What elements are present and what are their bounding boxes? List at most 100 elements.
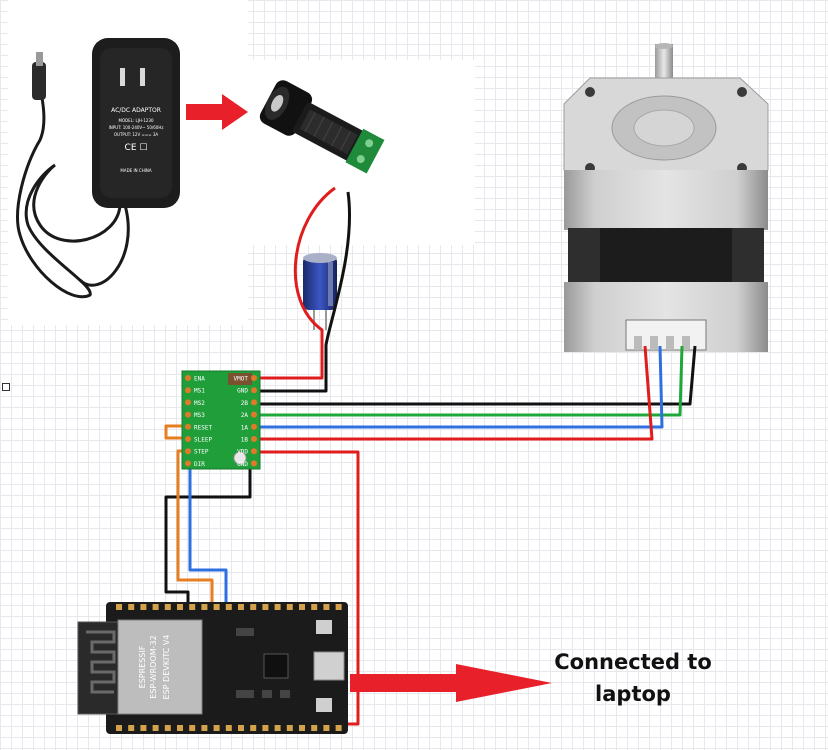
header-pin: [177, 725, 183, 731]
header-pin: [274, 725, 281, 731]
driver-pin: [185, 448, 191, 455]
wires: [164, 186, 697, 726]
header-pin: [128, 604, 135, 610]
driver-pin: [185, 436, 191, 442]
header-pin: [250, 725, 257, 731]
header-pin: [189, 604, 196, 610]
driver-pin: [185, 423, 191, 430]
header-pin: [213, 725, 220, 731]
adapter-line-1: MODEL: LJH-1230: [118, 118, 154, 123]
header-pin: [323, 604, 330, 610]
esp32-shield: [117, 619, 203, 715]
header-pin: [164, 725, 171, 731]
driver-pin-label: DIR: [194, 461, 205, 468]
laptop-caption: Connected to laptop: [548, 646, 718, 710]
jack-terminal-block: [345, 128, 385, 174]
driver-pin-label: 1A: [241, 424, 249, 431]
header-pin: [262, 725, 269, 731]
driver-pin: [251, 436, 257, 442]
wire-motor-1a: [252, 345, 664, 429]
plug-prong-left: [120, 68, 125, 86]
driver-pin-label: MS3: [194, 412, 205, 419]
esp32-button-boot: [316, 698, 332, 712]
driver-pin: [251, 423, 257, 430]
header-pin: [128, 725, 135, 731]
esp32-bottom-header: [116, 725, 342, 731]
header-pin: [116, 604, 122, 610]
driver-pin-label: STEP: [194, 449, 209, 456]
header-pin: [225, 725, 232, 731]
esp32-chip: [263, 653, 289, 679]
header-pin: [250, 604, 257, 610]
header-pin: [286, 604, 293, 610]
driver-pin-label: MS1: [194, 388, 205, 395]
header-pin: [238, 604, 244, 610]
esp32-module: ESP-WROOM-32: [149, 635, 158, 698]
header-pin: [213, 604, 220, 610]
header-pin: [311, 604, 318, 610]
header-pin: [152, 604, 159, 610]
header-pin: [299, 604, 305, 610]
caption-line-2: laptop: [595, 682, 671, 706]
wire-motor-1b: [252, 345, 654, 441]
wire-motor-2a: [252, 345, 684, 417]
wire-step: [176, 449, 214, 608]
dc-barrel-jack: [259, 80, 385, 174]
header-pin: [225, 604, 232, 610]
header-pin: [201, 725, 208, 731]
header-pin: [323, 725, 330, 731]
wire-vdd: [252, 450, 360, 726]
header-pin: [335, 725, 342, 731]
driver-pin-label: GND: [237, 461, 248, 468]
header-pin: [140, 725, 147, 731]
header-pin: [311, 725, 318, 731]
driver-potentiometer: [233, 451, 247, 465]
driver-pin: [251, 387, 257, 394]
driver-pin-label: ENA: [194, 376, 205, 383]
driver-pin-label: 2A: [241, 412, 249, 419]
adapter-line-3: OUTPUT: 12V === 3A: [114, 132, 158, 137]
header-pin: [299, 725, 305, 731]
electrolytic-capacitor: [303, 253, 337, 330]
adapter-line-2: INPUT: 100-240V~ 50/60Hz: [109, 125, 164, 130]
driver-pin: [185, 399, 191, 406]
driver-pin-label: VMOT: [234, 376, 249, 383]
driver-pin: [251, 448, 257, 455]
stepper-motor: [563, 43, 769, 352]
header-pin: [286, 725, 293, 731]
adapter-line-4: MADE IN CHINA: [120, 168, 151, 173]
resize-handle[interactable]: [2, 383, 10, 391]
wire-motor-2b: [252, 345, 697, 406]
driver-pin: [185, 460, 191, 467]
header-pin: [201, 604, 208, 610]
esp32-top-header: [116, 604, 342, 610]
adapter-ce-mark: CE ☐: [125, 143, 148, 153]
driver-pin-label: MS2: [194, 400, 205, 407]
esp32-board-name: ESP DEVKITC V4: [162, 635, 171, 700]
driver-pin-label: SLEEP: [194, 437, 212, 444]
esp32-button-en: [316, 620, 332, 634]
driver-pin-label: 2B: [241, 400, 249, 407]
plug-prong-right: [140, 68, 145, 86]
esp32-devkit: ESPRESSIF ESP-WROOM-32 ESP DEVKITC V4: [77, 602, 348, 734]
wire-reset-sleep-jumper: [164, 424, 185, 440]
driver-pin-label: RESET: [194, 424, 212, 431]
header-pin: [262, 604, 269, 610]
wire-power-ground: [252, 191, 351, 393]
dc-plug: [32, 62, 46, 100]
header-pin: [335, 604, 342, 610]
driver-pin: [251, 411, 257, 418]
caption-line-1: Connected to: [554, 650, 712, 674]
adapter-title: AC/DC ADAPTOR: [111, 107, 161, 114]
driver-pin: [185, 411, 191, 418]
laptop-arrow: [350, 664, 552, 702]
driver-pin: [185, 375, 191, 381]
driver-pin: [251, 399, 257, 406]
wire-dir: [185, 460, 228, 608]
driver-pin: [251, 460, 257, 467]
header-pin: [164, 604, 171, 610]
driver-pin: [251, 375, 257, 381]
